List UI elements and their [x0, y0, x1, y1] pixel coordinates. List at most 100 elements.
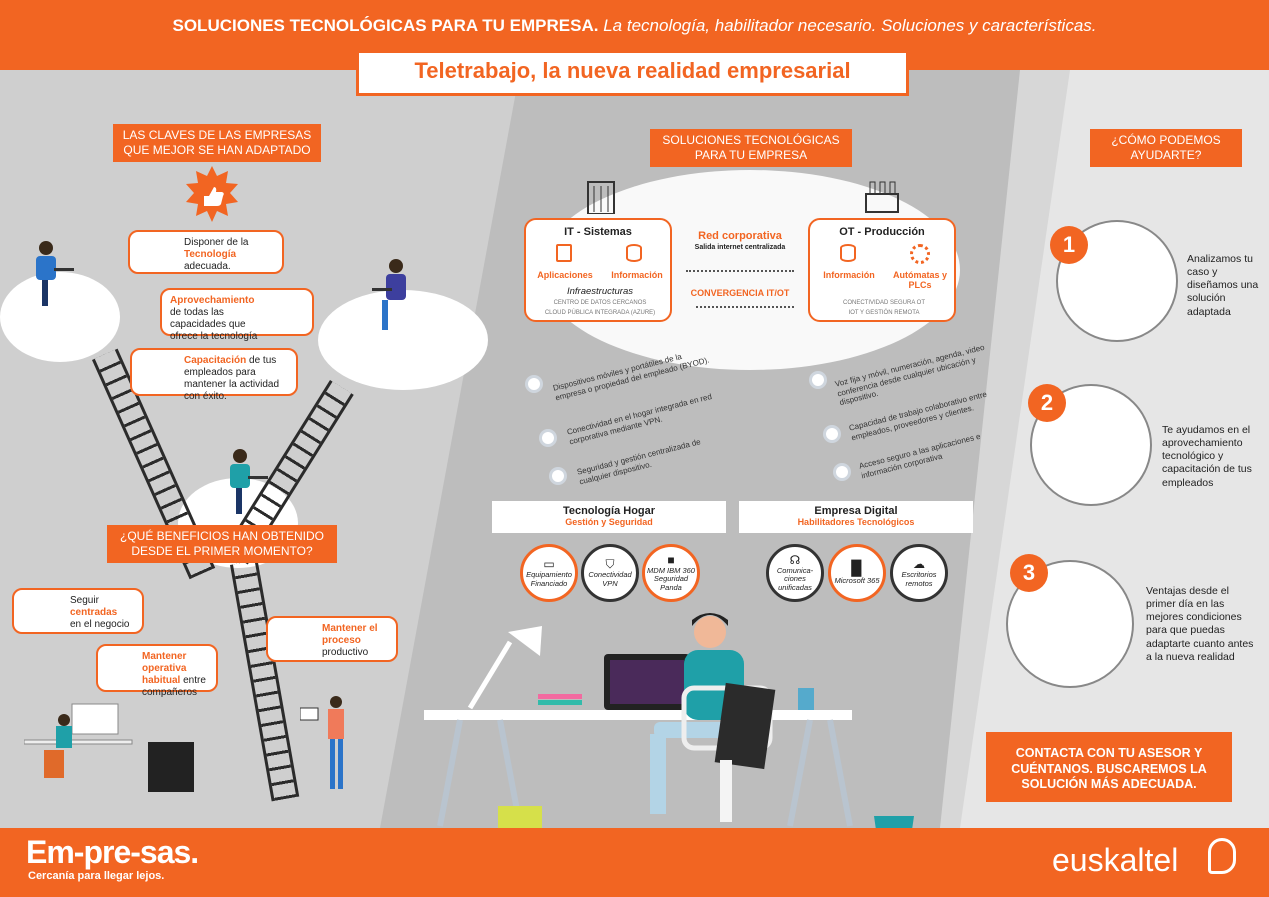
- ben1-post: en el negocio: [70, 619, 130, 630]
- icon-m365: ▉Microsoft 365: [828, 544, 886, 602]
- ben3-hl: Mantener el proceso: [322, 623, 378, 646]
- ben1-hl: centradas: [70, 607, 118, 618]
- hogar-title: Tecnología Hogar: [562, 505, 656, 517]
- step3-text: Ventajas desde el primer día en las mejo…: [1146, 585, 1254, 663]
- box2-post: de todas las capacidades que ofrece la t…: [170, 307, 258, 342]
- it-sub1: CENTRO DE DATOS CERCANOS: [553, 300, 647, 306]
- thumbs-up-icon: [184, 166, 240, 222]
- hogar-banner: Tecnología Hogar Gestión y Seguridad: [492, 501, 726, 533]
- icon-equipamiento-label: Equipamiento Financiado: [526, 570, 572, 588]
- desk-scene: [420, 612, 860, 862]
- ben2-post: entre compañeros: [142, 675, 206, 698]
- step1-text: Analizamos tu caso y diseñamos una soluc…: [1187, 253, 1259, 318]
- main-title: Teletrabajo, la nueva realidad empresari…: [414, 58, 851, 83]
- ot-gear-icon: [910, 244, 930, 264]
- box1-hl: Tecnología: [184, 249, 237, 260]
- conv-label: CONVERGENCIA IT/OT: [690, 288, 790, 298]
- red-title: Red corporativa: [698, 230, 782, 242]
- ot-title: OT - Producción: [839, 226, 925, 238]
- footer-tagline: Cercanía para llegar lejos.: [28, 870, 165, 882]
- feat-dot-r1: [812, 374, 824, 386]
- step2-number: 2: [1028, 384, 1066, 422]
- key-box-aprovechamiento: Aprovechamiento de todas las capacidades…: [160, 288, 314, 342]
- it-sub2: CLOUD PÚBLICA INTEGRADA (AZURE): [544, 310, 656, 316]
- feat-dot-l1: [528, 378, 540, 390]
- digital-sub: Habilitadores Tecnológicos: [797, 517, 915, 527]
- contact-box[interactable]: CONTACTA CON TU ASESOR Y CUÉNTANOS. BUSC…: [986, 732, 1232, 802]
- key-box-technology: Disponer de la Tecnología adecuada.: [128, 230, 284, 274]
- header-italic: La tecnología, habilitador necesario. So…: [603, 16, 1097, 35]
- key-box-capacitacion: Capacitación de tus empleados para mante…: [130, 348, 298, 402]
- icon-mdm-label: MDM IBM 360 Seguridad Panda: [647, 566, 695, 592]
- benefit-box-centradas: Seguir centradas en el negocio: [12, 588, 144, 634]
- keys-title: LAS CLAVES DE LAS EMPRESAS QUE MEJOR SE …: [113, 124, 321, 162]
- it-app-icon: [556, 244, 572, 262]
- cloud-left: [0, 272, 120, 362]
- person-laptop-left-icon: [28, 240, 78, 315]
- it-app-label: Aplicaciones: [537, 270, 593, 280]
- euskaltel-logo: euskaltel: [1052, 842, 1179, 878]
- footer-bar: [0, 828, 1269, 897]
- red-sub: Salida internet centralizada: [694, 244, 786, 251]
- icon-escritorios: ☁Escritorios remotos: [890, 544, 948, 602]
- icon-comunicaciones-label: Comunica-ciones unificadas: [776, 566, 814, 592]
- step3-number: 3: [1010, 554, 1048, 592]
- cloud-right: [318, 290, 488, 390]
- header-bold: SOLUCIONES TECNOLÓGICAS PARA TU EMPRESA.: [172, 16, 599, 35]
- arrow-left: [686, 270, 794, 272]
- person-laptop-center-icon: [222, 448, 272, 523]
- euskaltel-logo-icon: [1208, 838, 1236, 874]
- ot-auto-label: Autómatas y PLCs: [892, 270, 947, 290]
- main-title-box: [356, 50, 909, 96]
- step1-number: 1: [1050, 226, 1088, 264]
- cloud-icon: ☁: [913, 557, 925, 572]
- contact-text: CONTACTA CON TU ASESOR Y CUÉNTANOS. BUSC…: [1011, 746, 1207, 792]
- digital-title: Empresa Digital: [814, 505, 898, 517]
- feat-dot-l3: [552, 470, 564, 482]
- digital-banner: Empresa Digital Habilitadores Tecnológic…: [739, 501, 973, 533]
- arrow-right: [696, 306, 794, 308]
- icon-equipamiento: ▭Equipamiento Financiado: [520, 544, 578, 602]
- feat-dot-r2: [826, 428, 838, 440]
- it-box: IT - Sistemas Aplicaciones Información I…: [524, 218, 672, 322]
- it-infra: Infraestructuras: [567, 286, 633, 297]
- help-title: ¿CÓMO PODEMOS AYUDARTE?: [1090, 129, 1242, 167]
- box3-hl: Capacitación: [184, 355, 247, 366]
- office-icon: ▉: [851, 560, 863, 577]
- ot-sub1: CONECTIVIDAD SEGURA OT: [842, 300, 925, 306]
- ot-info-icon: [840, 244, 856, 262]
- icon-escritorios-label: Escritorios remotos: [901, 570, 937, 588]
- headset-icon: ☊: [789, 553, 801, 568]
- lock-icon: ■: [667, 553, 675, 568]
- person-tablet-icon: [299, 694, 350, 799]
- devices-icon: ▭: [543, 557, 555, 572]
- ot-sub2: IOT Y GESTIÓN REMOTA: [848, 310, 920, 316]
- factory-icon: [864, 178, 900, 219]
- ot-box: OT - Producción Información Autómatas y …: [808, 218, 956, 322]
- ben3-post: productivo: [322, 647, 369, 658]
- shield-icon: ⛉: [605, 557, 615, 572]
- desk-monitor-scene: [23, 700, 134, 790]
- feat-dot-r3: [836, 466, 848, 478]
- icon-vpn-label: Conectividad VPN: [588, 570, 632, 588]
- icon-comunicaciones: ☊Comunica-ciones unificadas: [766, 544, 824, 602]
- icon-vpn: ⛉Conectividad VPN: [581, 544, 639, 602]
- person-laptop-right-icon: [368, 258, 418, 343]
- icon-m365-label: Microsoft 365: [834, 575, 880, 585]
- box1-pre: Disponer de la: [184, 237, 249, 248]
- server-rack: [148, 742, 194, 792]
- feat-dot-l2: [542, 432, 554, 444]
- hogar-sub: Gestión y Seguridad: [565, 517, 653, 527]
- footer-brand: Em-pre-sas.: [26, 834, 199, 870]
- ben2-hl: Mantener operativa habitual: [142, 651, 187, 686]
- benefit-box-operativa: Mantener operativa habitual entre compañ…: [96, 644, 218, 698]
- it-title: IT - Sistemas: [564, 226, 632, 238]
- ot-info-label: Información: [823, 270, 875, 280]
- solutions-title: SOLUCIONES TECNOLÓGICAS PARA TU EMPRESA: [650, 129, 852, 167]
- box3-post: de tus empleados para mantener la activi…: [184, 355, 280, 402]
- icon-mdm: ■MDM IBM 360 Seguridad Panda: [642, 544, 700, 602]
- benefits-title: ¿QUÉ BENEFICIOS HAN OBTENIDO DESDE EL PR…: [107, 525, 337, 563]
- ben1-pre: Seguir: [70, 595, 99, 606]
- it-info-label: Información: [611, 270, 663, 280]
- benefit-box-proceso: Mantener el proceso productivo: [266, 616, 398, 662]
